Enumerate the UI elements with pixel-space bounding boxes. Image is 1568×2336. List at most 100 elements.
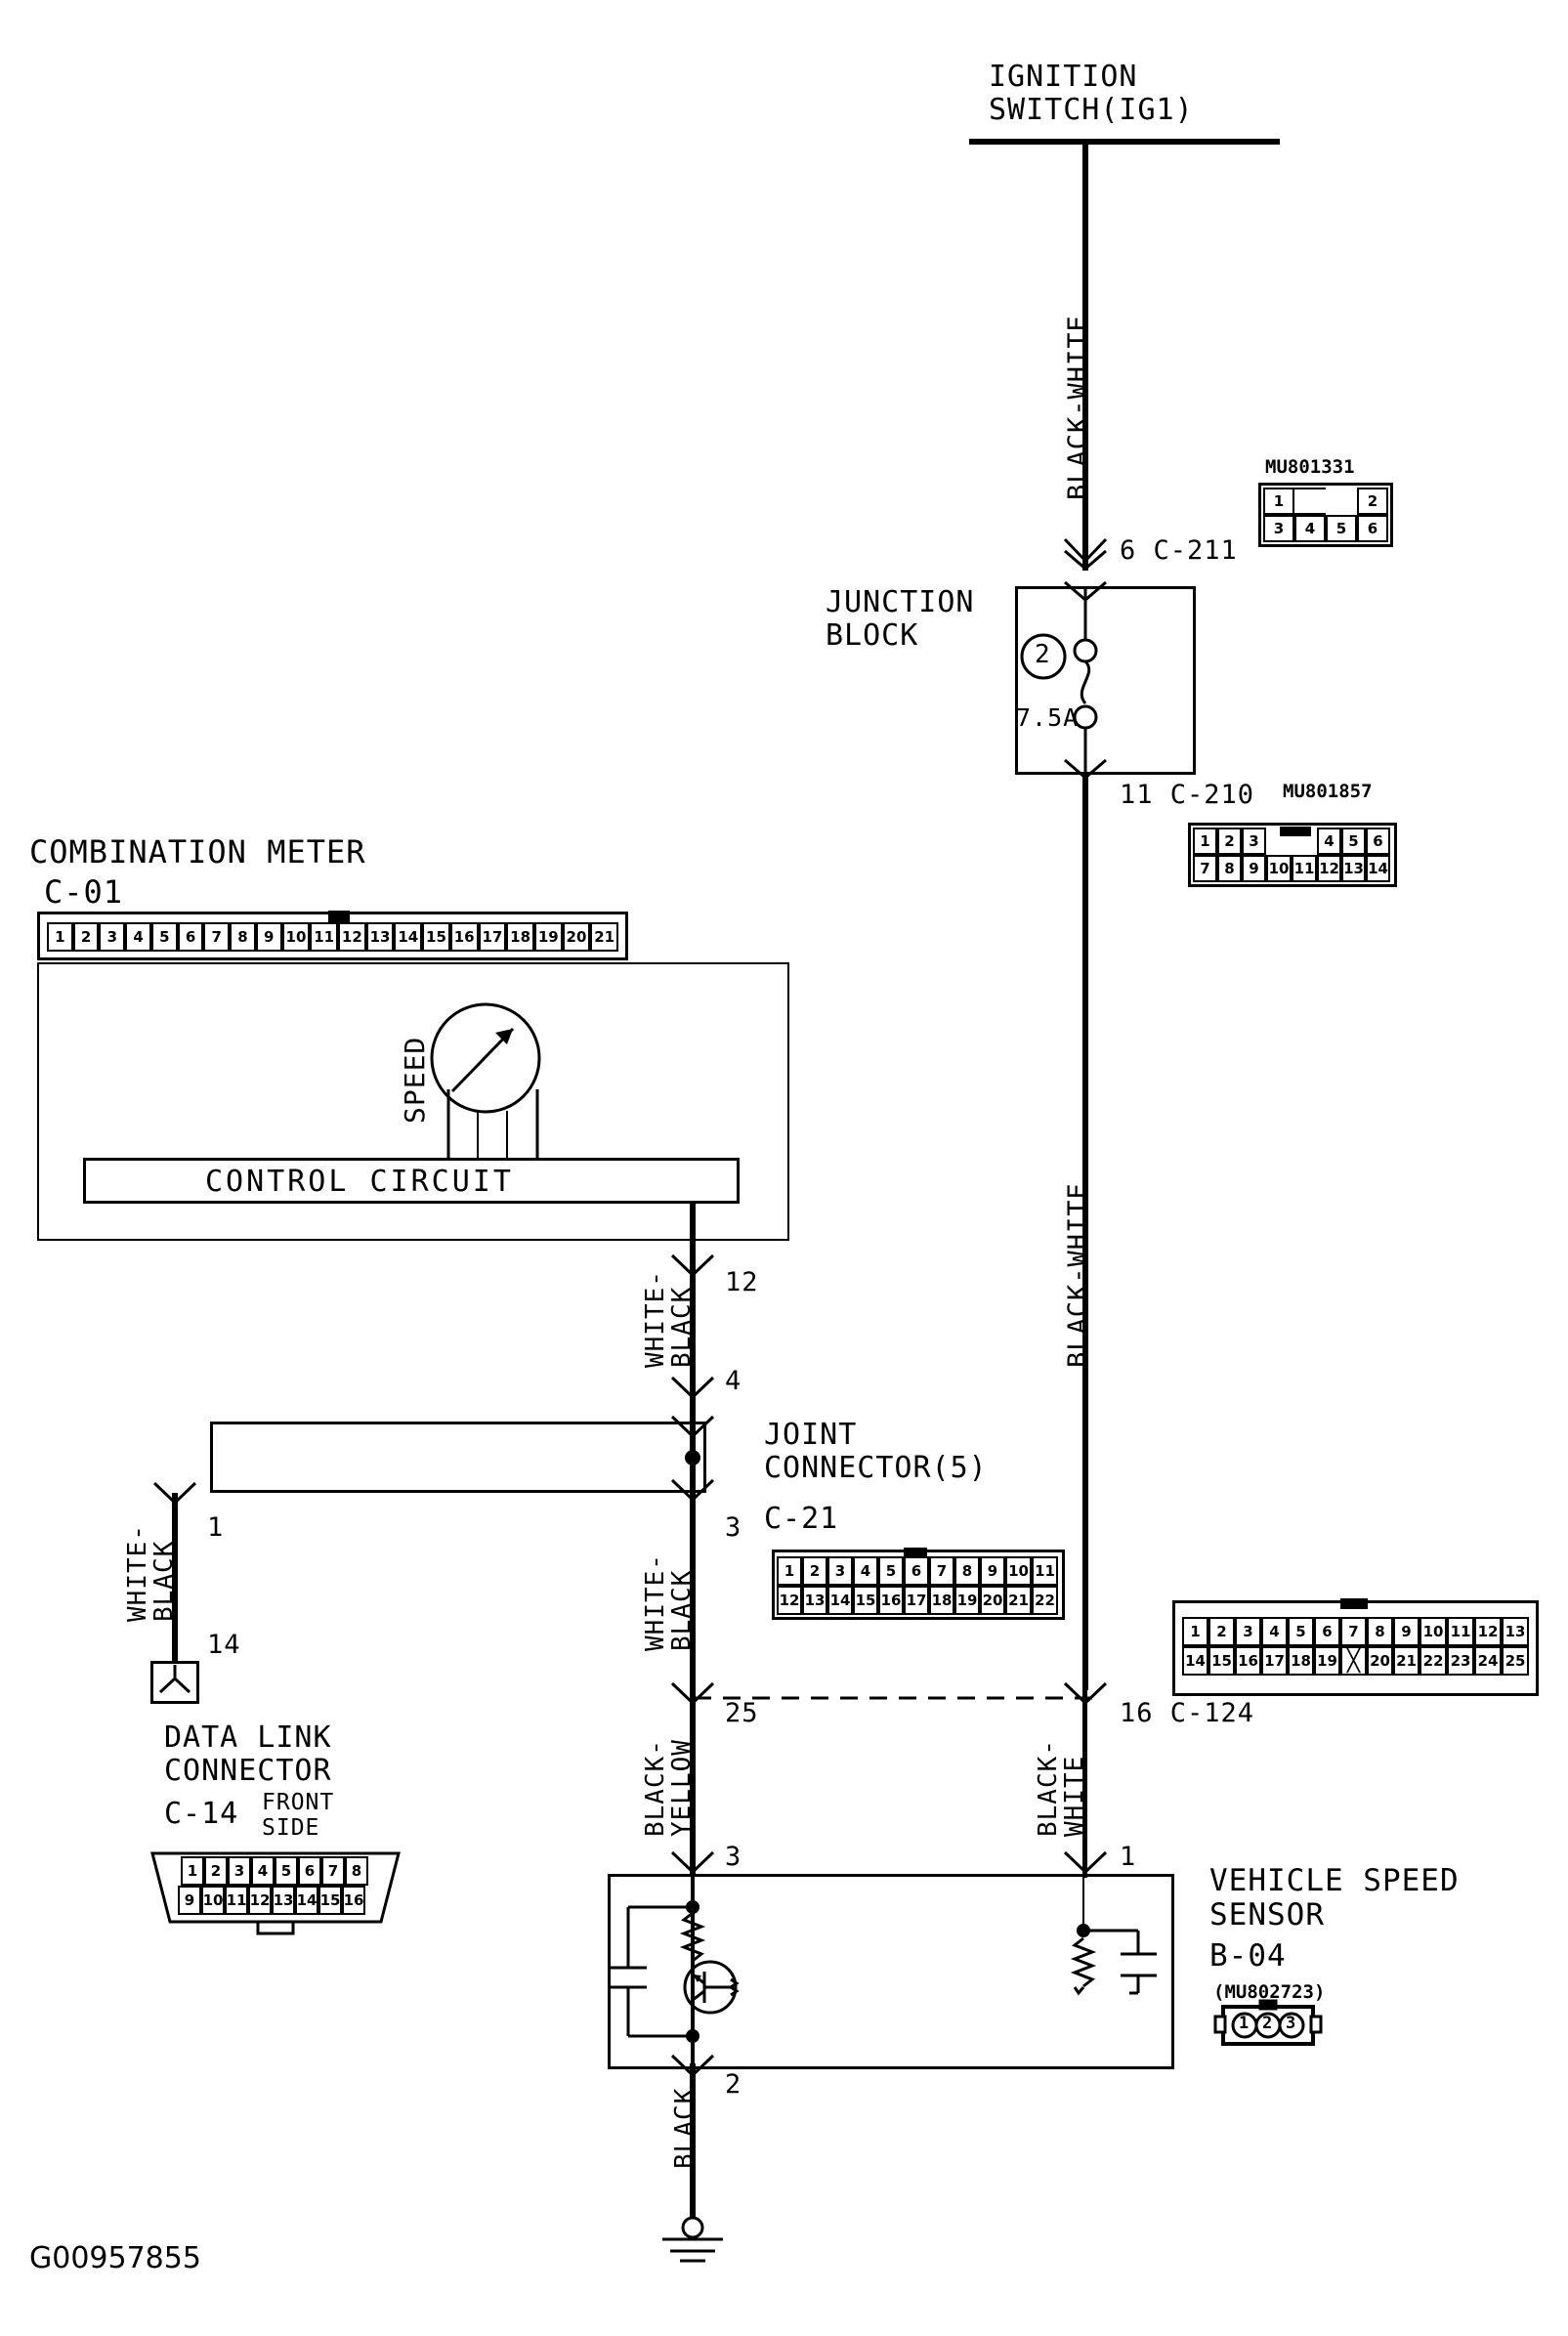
pin: 8 — [1217, 855, 1242, 882]
pin: 4 — [251, 1856, 275, 1886]
pin: 24 — [1474, 1646, 1502, 1676]
wire-color-white-black-1: WHITE- BLACK — [641, 1270, 698, 1368]
vehicle-speed-sensor-code: B-04 — [1209, 1938, 1287, 1974]
pin: 1 — [181, 1856, 204, 1886]
pin: 7 — [929, 1556, 954, 1586]
ground-symbol-icon — [662, 2216, 723, 2263]
pin-number-sensor-1: 1 — [1120, 1842, 1137, 1872]
pin: 2 — [204, 1856, 228, 1886]
pin: 9 — [1242, 855, 1266, 882]
pin: 9 — [1393, 1617, 1420, 1646]
pin: 8 — [1367, 1617, 1393, 1646]
pin: 5 — [150, 922, 178, 952]
b04-pin-2: 2 — [1262, 2014, 1274, 2033]
pin: 13 — [272, 1886, 295, 1915]
pin: 2 — [1208, 1617, 1235, 1646]
pin: 6 — [177, 922, 204, 952]
pin-number-joint-4: 4 — [725, 1366, 742, 1396]
pin: 12 — [1317, 855, 1341, 882]
pin: 23 — [1447, 1646, 1474, 1676]
pin: 10 — [201, 1886, 225, 1915]
pin: 18 — [929, 1586, 954, 1615]
control-circuit-label: CONTROL CIRCUIT — [205, 1165, 514, 1199]
c124-row-bottom: 14 15 16 17 18 19 ╳ 20 21 22 23 24 25 — [1182, 1646, 1530, 1676]
pin-number-sensor-2: 2 — [725, 2069, 742, 2100]
joint-connector-code: C-21 — [764, 1502, 839, 1536]
pin: 10 — [1005, 1556, 1032, 1586]
pin: 3 — [827, 1556, 853, 1586]
c14-row-top: 1 2 3 4 5 6 7 8 — [181, 1856, 368, 1886]
junction-block-fuse-symbol — [1020, 586, 1098, 777]
b04-pin-1: 1 — [1239, 2014, 1250, 2033]
harness-boundary-dashed-line — [694, 1696, 1104, 1700]
speedometer-gauge-icon — [430, 1002, 541, 1158]
pin: 9 — [980, 1556, 1005, 1586]
data-link-side-label: FRONT SIDE — [262, 1790, 335, 1841]
pin: 4 — [1294, 515, 1326, 542]
pin: 11 — [1447, 1617, 1474, 1646]
pin-number-sensor-3: 3 — [725, 1842, 742, 1872]
pin: 21 — [590, 922, 619, 952]
pin: 3 — [1242, 828, 1266, 855]
pin: 19 — [954, 1586, 980, 1615]
pin: 6 — [1366, 828, 1390, 855]
pin: 13 — [1341, 855, 1366, 882]
pin: 14 — [827, 1586, 853, 1615]
pin: 5 — [1288, 1617, 1314, 1646]
pin: 4 — [1261, 1617, 1288, 1646]
pin: 25 — [1502, 1646, 1529, 1676]
pin-blocked: ╳ — [1340, 1646, 1367, 1676]
pin: 9 — [255, 922, 282, 952]
pin: 13 — [365, 922, 395, 952]
pin: 11 — [225, 1886, 248, 1915]
combination-meter-code: C-01 — [44, 873, 124, 911]
pin: 3 — [228, 1856, 251, 1886]
pin: 2 — [1357, 488, 1388, 515]
mu801857-row-bottom: 7 8 9 10 11 12 13 14 — [1193, 855, 1392, 882]
mu801857-row-top: 1 2 3 4 5 6 — [1193, 828, 1392, 855]
pin: 22 — [1032, 1586, 1058, 1615]
c211-connection-arrows — [1063, 537, 1108, 571]
pin: 14 — [1366, 855, 1390, 882]
vehicle-speed-sensor-label: VEHICLE SPEED SENSOR — [1209, 1863, 1460, 1933]
pin: 1 — [1263, 488, 1294, 515]
mu801331-part-label: MU801331 — [1265, 456, 1355, 478]
sensor-pin2-arrow — [670, 2054, 715, 2078]
pin: 3 — [99, 922, 126, 952]
wire-junction-to-c124 — [1082, 772, 1088, 1690]
wire-color-black-white-mid: BLACK-WHITE — [1063, 1182, 1093, 1368]
pin: 6 — [298, 1856, 321, 1886]
wire-color-white-black-2: WHITE- BLACK — [123, 1524, 180, 1622]
wire-joint-lower — [690, 1493, 696, 1698]
wire-sensor-power-internal — [1082, 1690, 1087, 1878]
data-link-connector-code: C-14 — [164, 1797, 239, 1831]
wire-color-black-white-sensor: BLACK- WHITE — [1034, 1739, 1090, 1837]
mu801857-notch — [1280, 827, 1311, 836]
joint-connector-bar — [210, 1422, 706, 1493]
control-circuit-box — [83, 1158, 740, 1204]
pin: 1 — [1193, 828, 1217, 855]
pin: 14 — [295, 1886, 318, 1915]
pin: 11 — [1292, 855, 1317, 882]
b04-pin-3: 3 — [1286, 2014, 1297, 2033]
pin: 8 — [954, 1556, 980, 1586]
pin: 8 — [345, 1856, 368, 1886]
wire-sensor-ground — [690, 2063, 696, 2230]
c01-pin-row: 1 2 3 4 5 6 7 8 9 10 11 12 13 14 15 16 1… — [47, 922, 619, 952]
wire-joint-internal — [690, 1399, 696, 1522]
callout-c210: 11 C-210 — [1120, 780, 1255, 810]
pin: 7 — [321, 1856, 345, 1886]
wire-color-black-ground: BLACK — [670, 2087, 699, 2169]
junction-top-arrow — [1064, 580, 1107, 602]
pin-number-joint-3: 3 — [725, 1512, 742, 1543]
ignition-switch-bus — [969, 139, 1280, 145]
c21-notch — [904, 1548, 927, 1558]
pin: 8 — [230, 922, 256, 952]
pin: 1 — [1182, 1617, 1208, 1646]
pin: 14 — [1182, 1646, 1208, 1676]
pin-number-c124-25: 25 — [725, 1698, 759, 1728]
pin-number-meter-12: 12 — [725, 1267, 759, 1297]
callout-c124: 16 C-124 — [1120, 1698, 1255, 1728]
pin: 16 — [878, 1586, 904, 1615]
diagram-id-code: G00957855 — [29, 2241, 201, 2275]
